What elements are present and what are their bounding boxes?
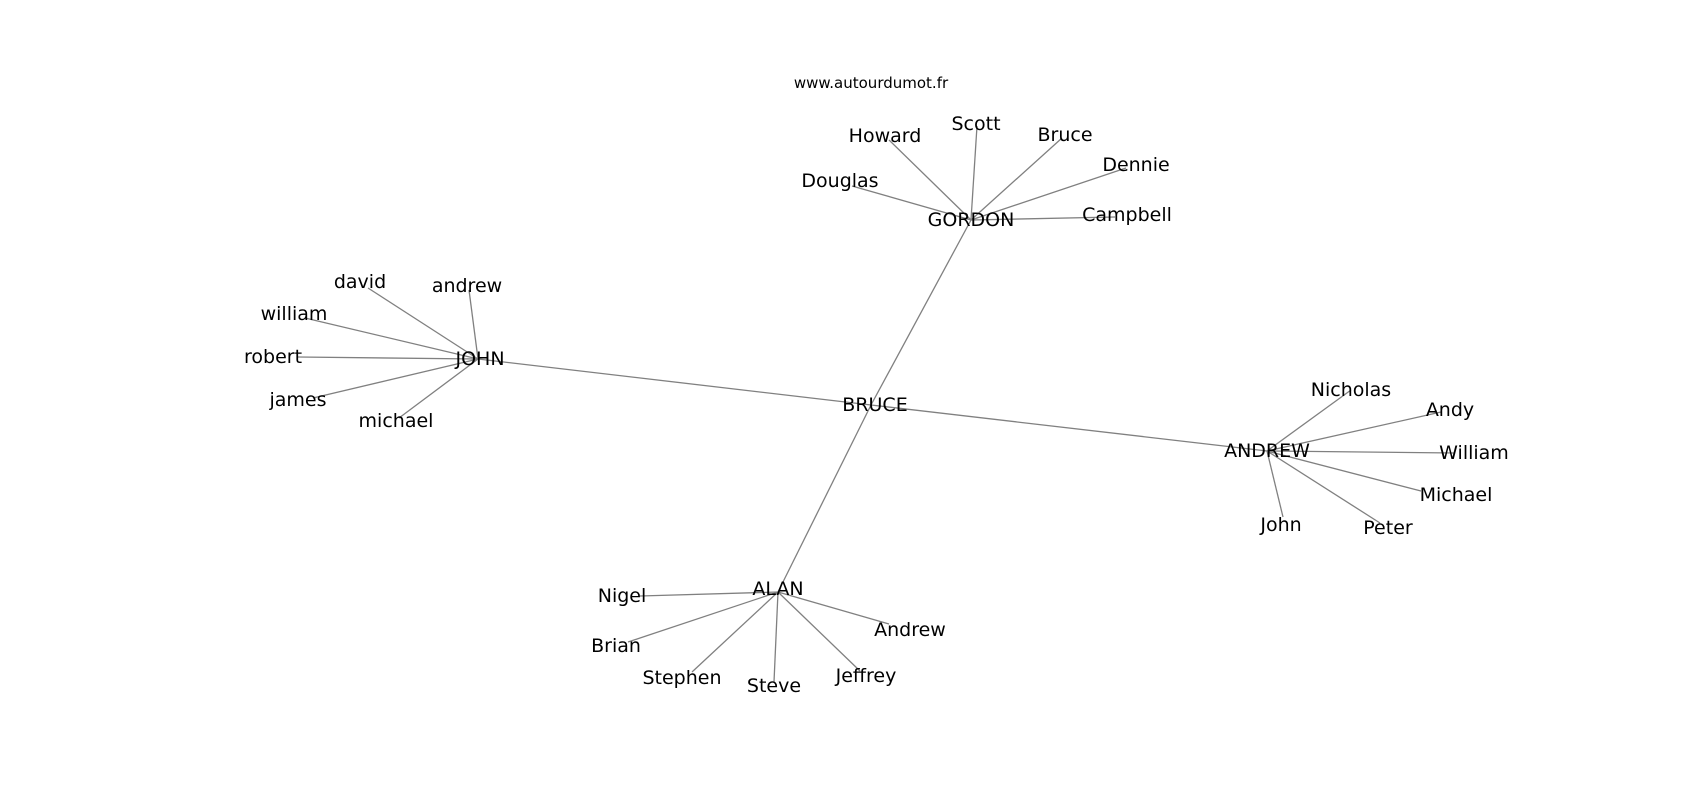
edge-john-michael-5: [398, 358, 479, 419]
edge-alan-stephen-3: [691, 591, 779, 673]
leaf-node-label: Peter: [1363, 517, 1413, 539]
leaf-node-label: William: [1439, 442, 1509, 464]
edge-gordon-campbell-5: [970, 216, 1116, 221]
hub-node-label: ALAN: [752, 578, 803, 600]
leaf-node-label: robert: [244, 346, 302, 368]
graph-edges: [297, 125, 1456, 683]
leaf-node-label: Nicholas: [1311, 379, 1391, 401]
edge-alan-nigel-0: [639, 591, 779, 597]
leaf-node-label: andrew: [432, 275, 502, 297]
leaf-node-label: Andrew: [874, 619, 946, 641]
edge-andrew-william-2: [1266, 450, 1456, 454]
edge-gordon-douglas-4: [851, 185, 972, 221]
leaf-node-label: Scott: [951, 113, 1000, 135]
hub-node-label: GORDON: [928, 209, 1015, 231]
watermark-text: www.autourdumot.fr: [794, 74, 949, 92]
edge-andrew-michael-3: [1266, 450, 1422, 492]
edge-andrew-nicholas-0: [1266, 389, 1352, 452]
edge-alan-brian-2: [627, 591, 779, 643]
leaf-node-label: Howard: [849, 125, 922, 147]
hub-node-label: JOHN: [454, 348, 504, 370]
edge-john-james-4: [312, 358, 479, 399]
leaf-node-label: Brian: [591, 635, 641, 657]
edge-center-andrew: [870, 404, 1268, 452]
edge-andrew-andy-1: [1266, 411, 1442, 452]
edge-gordon-scott-1: [970, 125, 978, 221]
leaf-node-label: Jeffrey: [835, 665, 897, 687]
center-node-label: BRUCE: [842, 394, 907, 416]
edge-john-david-0: [367, 287, 479, 360]
leaf-node-label: david: [334, 271, 386, 293]
edge-gordon-howard-0: [888, 139, 972, 221]
edge-gordon-dennie-3: [970, 167, 1127, 221]
leaf-node-label: Campbell: [1082, 204, 1172, 226]
hub-node-label: ANDREW: [1224, 440, 1310, 462]
edge-center-alan: [777, 404, 872, 593]
leaf-node-label: Michael: [1420, 484, 1493, 506]
leaf-node-label: Steve: [747, 675, 801, 697]
edge-center-john: [477, 358, 872, 406]
leaf-node-label: Dennie: [1102, 154, 1169, 176]
edge-alan-steve-4: [773, 591, 779, 683]
edge-andrew-john-4: [1266, 450, 1284, 518]
leaf-node-label: michael: [359, 410, 434, 432]
leaf-node-label: Bruce: [1037, 124, 1092, 146]
leaf-node-label: John: [1259, 514, 1301, 536]
edge-john-robert-3: [297, 356, 479, 360]
edge-gordon-bruce-2: [970, 137, 1063, 221]
leaf-node-label: Andy: [1426, 399, 1474, 421]
edge-alan-andrew-1: [777, 591, 890, 625]
edge-andrew-peter-5: [1266, 450, 1381, 524]
edge-john-andrew-1: [468, 289, 479, 360]
leaf-node-label: Nigel: [598, 585, 647, 607]
leaf-node-label: Douglas: [801, 170, 878, 192]
edge-center-gordon: [870, 219, 972, 406]
leaf-node-label: Stephen: [642, 667, 721, 689]
edge-alan-jeffrey-5: [777, 591, 861, 672]
leaf-node-label: william: [261, 303, 328, 325]
edge-john-william-2: [304, 317, 479, 360]
leaf-node-label: james: [268, 389, 326, 411]
